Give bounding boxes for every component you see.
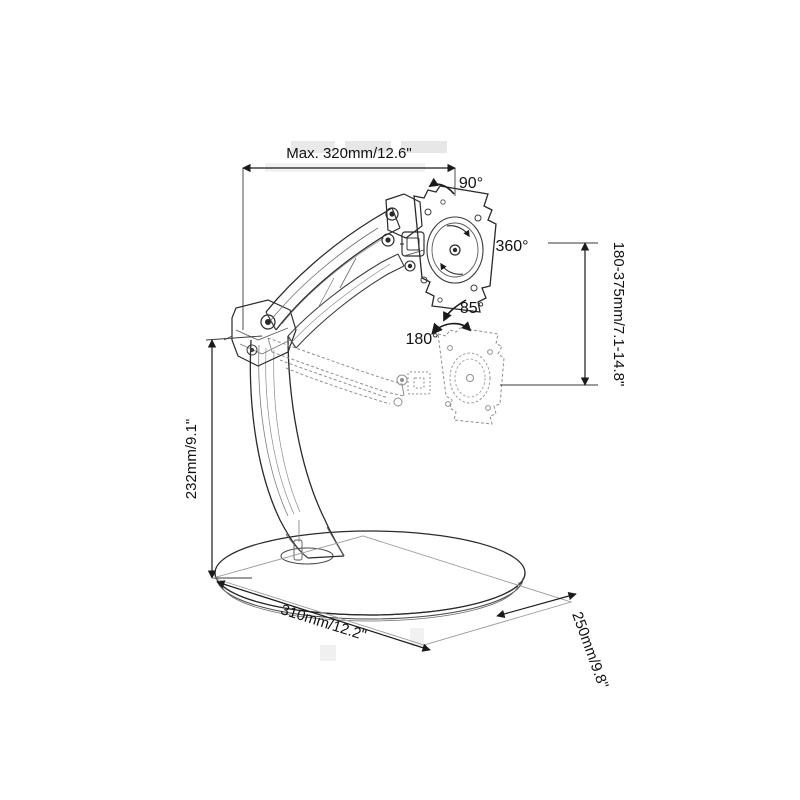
tilt-up-arrow-icon: [428, 177, 455, 195]
base-width-dimension: 310mm/12.2": [216, 580, 431, 652]
swivel-angle-label: 180°: [405, 331, 438, 348]
phantom-lowered-vesa-plate: [437, 327, 505, 425]
column-height-dimension-label: 232mm/9.1": [183, 419, 200, 499]
base-width-dimension-line: [216, 580, 431, 652]
base-width-dimension-label: 310mm/12.2": [278, 601, 368, 644]
tilt-up-angle-annotation: 90°: [428, 175, 483, 195]
base-pivot-housing: [223, 299, 297, 367]
height-range-dimension-label: 180-375mm/7.1-14.8": [610, 242, 627, 387]
elliptical-base: [214, 530, 526, 622]
base-depth-dimension-label: 250mm/9.8": [568, 610, 611, 691]
vesa-mounting-plate: [413, 185, 497, 313]
tilt-up-angle-label: 90°: [459, 175, 483, 192]
rotation-angle-label: 360°: [495, 238, 528, 255]
upper-joint-cluster: [381, 193, 425, 272]
curved-column: [249, 335, 345, 561]
gas-spring-arm: [265, 207, 405, 349]
swivel-arrow-icon: [431, 321, 472, 335]
base-bounding-parallelogram: [211, 535, 573, 646]
tilt-down-angle-label: 85°: [460, 300, 484, 317]
tilt-down-arrow-icon: [443, 299, 467, 322]
tilt-down-angle-annotation: 85°: [443, 299, 484, 322]
reach-dimension: Max. 320mm/12.6": [242, 145, 456, 330]
phantom-lowered-arm: [267, 337, 431, 407]
rotation-angle-annotation: 360°: [495, 238, 528, 255]
column-height-dimension: 232mm/9.1": [183, 335, 263, 579]
base-depth-dimension: 250mm/9.8": [496, 591, 612, 691]
swivel-angle-annotation: 180°: [405, 321, 472, 348]
height-range-dimension: 180-375mm/7.1-14.8": [500, 242, 627, 387]
base-depth-dimension-line: [496, 591, 577, 619]
reach-dimension-label: Max. 320mm/12.6": [286, 145, 411, 162]
